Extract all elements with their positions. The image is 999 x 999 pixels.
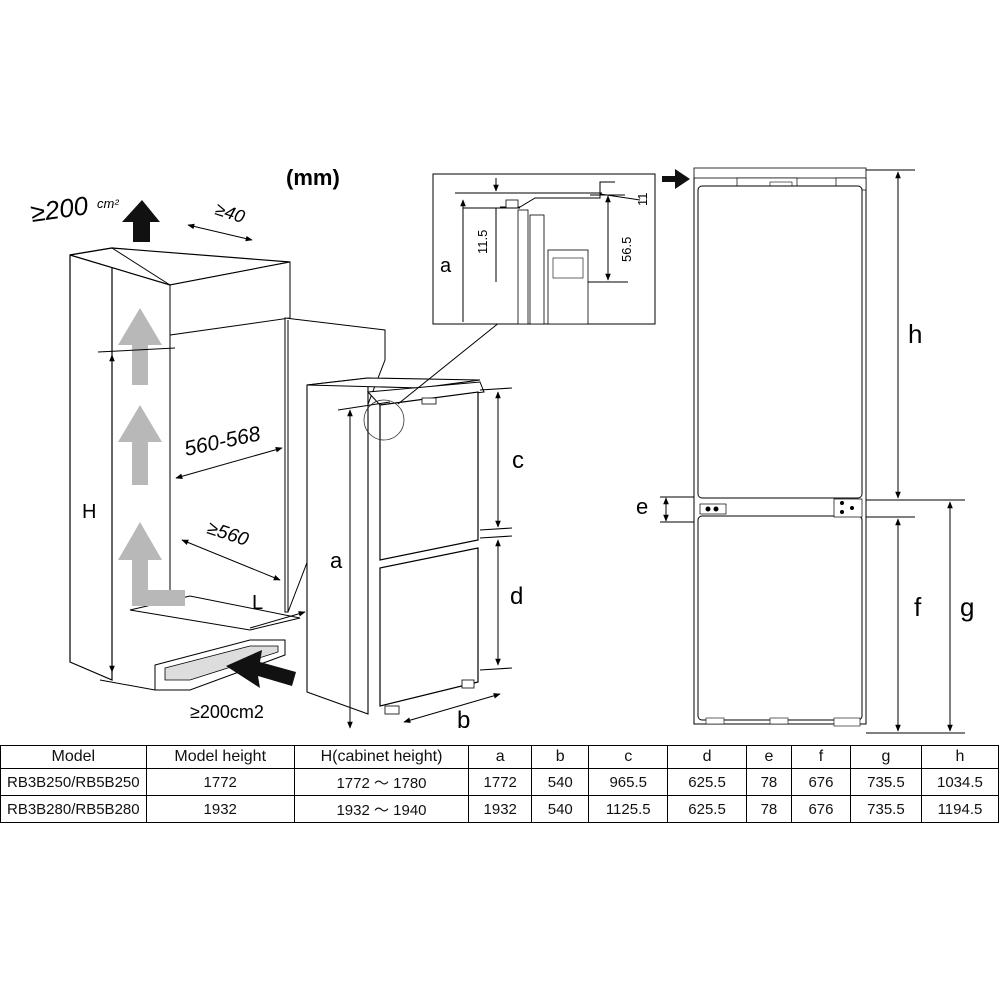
header-d: d <box>667 745 747 769</box>
cell-e: 78 <box>745 768 793 796</box>
detail-dim1-label: 11.5 <box>475 230 490 254</box>
front-top-arrow-icon <box>662 169 690 189</box>
h-label: h <box>908 319 922 349</box>
installation-diagram: (mm) ≥200 cm² ≥40 H 560-568 ≥560 <box>29 165 975 734</box>
cell-d: 625.5 <box>667 795 747 823</box>
cell-a: 1772 <box>468 768 533 796</box>
cell-model: RB3B280/RB5B280 <box>0 795 147 823</box>
front-view <box>693 167 867 727</box>
top-gap-dimension <box>187 223 253 242</box>
header-h: h <box>920 745 999 769</box>
detail-dim2-label: 56.5 <box>619 237 634 262</box>
table-row: RB3B250/RB5B250 1772 1772 ～ 1780 1772 54… <box>0 768 999 796</box>
cell-a: 1932 <box>468 795 533 823</box>
depth-label: ≥560 <box>204 518 251 551</box>
b-label: b <box>457 707 470 734</box>
header-f: f <box>791 745 851 769</box>
header-cabinet-height: H(cabinet height) <box>293 745 470 769</box>
header-a: a <box>468 745 533 769</box>
b-dimension <box>403 693 501 723</box>
cell-model-height: 1932 <box>145 795 295 823</box>
unit-label: (mm) <box>286 165 340 190</box>
top-vent-arrow-icon <box>122 200 160 242</box>
l-label: L <box>252 592 263 614</box>
cell-model-height: 1772 <box>145 768 295 796</box>
cell-f: 676 <box>791 768 851 796</box>
cell-c: 1125.5 <box>588 795 669 823</box>
f-label: f <box>914 592 922 622</box>
top-vent-unit: cm² <box>97 196 119 211</box>
cell-b: 540 <box>531 768 590 796</box>
cell-cabinet-height: 1932 ～ 1940 <box>293 795 470 823</box>
header-model-height: Model height <box>145 745 295 769</box>
cell-f: 676 <box>791 795 851 823</box>
detail-dim3-label: 11 <box>635 193 650 207</box>
airflow-arrows <box>118 308 185 606</box>
cell-g: 735.5 <box>849 768 922 796</box>
width-dimension <box>175 447 283 479</box>
header-e: e <box>745 745 793 769</box>
l-dimension <box>249 611 306 629</box>
g-label: g <box>960 592 974 622</box>
h-cabinet-label: H <box>82 501 96 523</box>
table-header-row: Model Model height H(cabinet height) a b… <box>0 745 999 769</box>
d-label: d <box>510 583 523 610</box>
spec-table: Model Model height H(cabinet height) a b… <box>0 745 999 823</box>
cell-g: 735.5 <box>849 795 922 823</box>
cell-b: 540 <box>531 795 590 823</box>
depth-dimension <box>181 539 281 581</box>
cell-model: RB3B250/RB5B250 <box>0 768 147 796</box>
cell-e: 78 <box>745 795 793 823</box>
e-label: e <box>636 494 648 519</box>
header-model: Model <box>0 745 147 769</box>
bottom-vent-arrow-icon <box>226 650 296 688</box>
detail-inset <box>432 173 656 325</box>
detail-a-label: a <box>440 255 452 277</box>
header-g: g <box>849 745 922 769</box>
top-gap-label: ≥40 <box>213 199 248 227</box>
cell-h: 1034.5 <box>920 768 999 796</box>
cell-c: 965.5 <box>588 768 669 796</box>
header-c: c <box>588 745 669 769</box>
cell-cabinet-height: 1772 ～ 1780 <box>293 768 470 796</box>
header-b: b <box>531 745 590 769</box>
cell-h: 1194.5 <box>920 795 999 823</box>
width-label: 560-568 <box>182 422 262 461</box>
cell-d: 625.5 <box>667 768 747 796</box>
bottom-vent-label: ≥200cm2 <box>190 702 264 722</box>
top-vent-label: ≥200 <box>29 190 91 228</box>
c-label: c <box>512 447 524 474</box>
table-row: RB3B280/RB5B280 1932 1932 ～ 1940 1932 54… <box>0 795 999 823</box>
a-label: a <box>330 548 343 573</box>
